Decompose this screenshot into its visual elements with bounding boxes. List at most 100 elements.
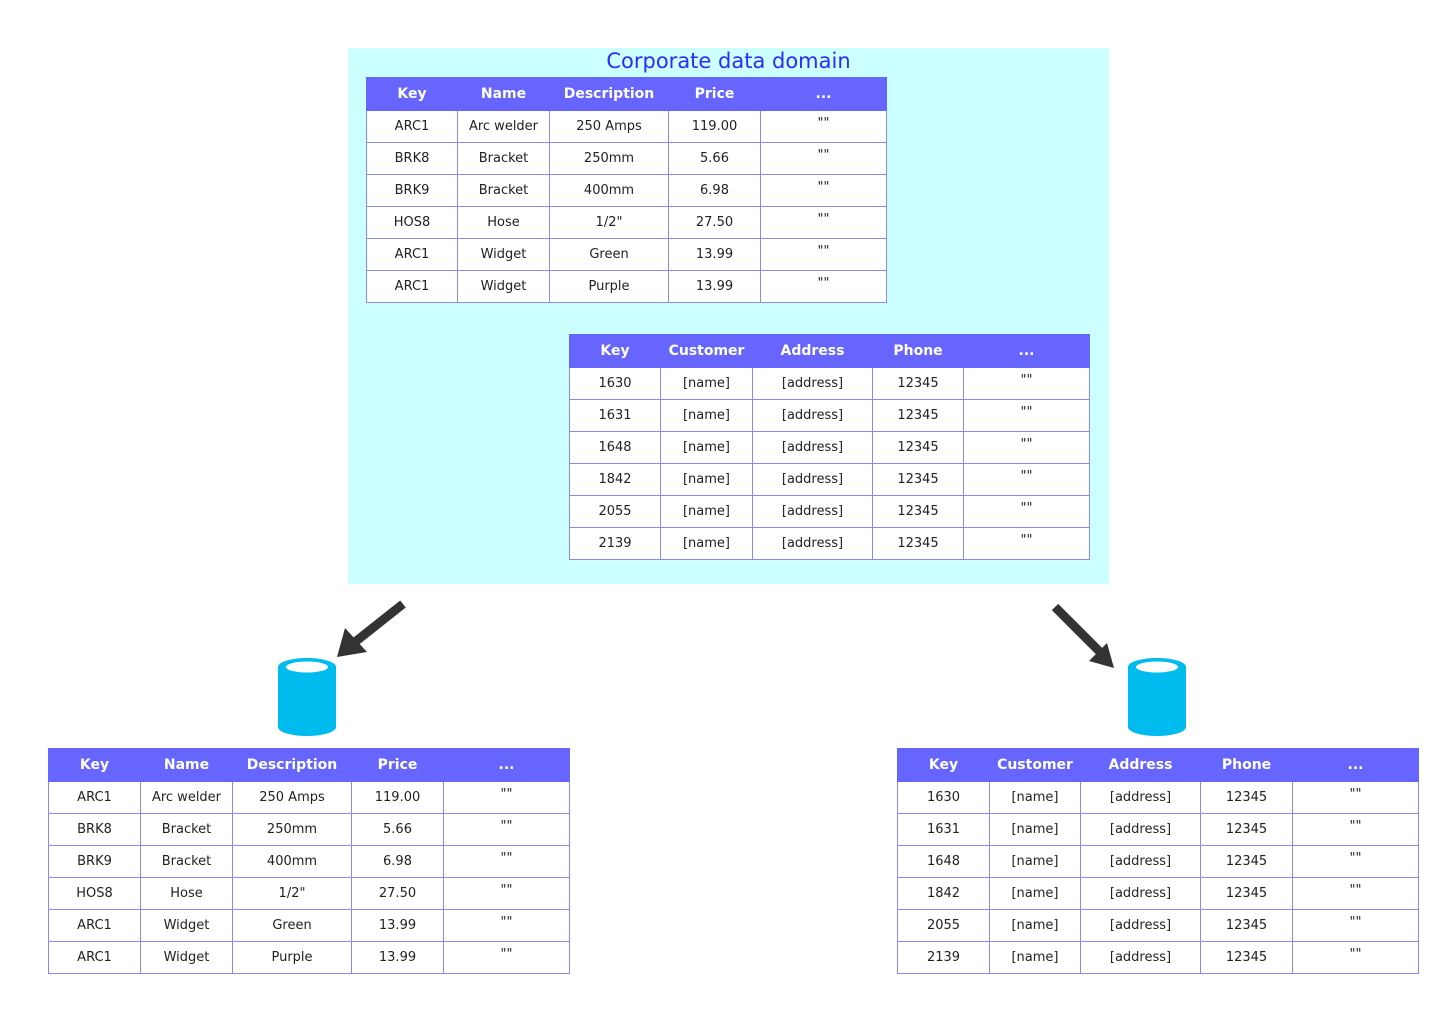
cell-phone: 12345 [1200, 781, 1293, 814]
cell-customer: [name] [989, 909, 1081, 942]
cell-customer: [name] [989, 845, 1081, 878]
table-header-row: Key Customer Address Phone ... [569, 334, 1090, 368]
cell-key: BRK8 [366, 142, 458, 175]
cell-price: 13.99 [351, 941, 444, 974]
header-name: Name [457, 77, 550, 111]
header-description: Description [549, 77, 669, 111]
header-key: Key [48, 748, 141, 782]
cell-key: 1648 [897, 845, 990, 878]
cell-name: Hose [140, 877, 233, 910]
table-header-row: Key Name Description Price ... [48, 748, 570, 782]
cell-more: "" [443, 845, 570, 878]
cell-description: Purple [232, 941, 352, 974]
cell-customer: [name] [660, 495, 753, 528]
cell-price: 27.50 [668, 206, 761, 239]
header-price: Price [351, 748, 444, 782]
cell-name: Arc welder [140, 781, 233, 814]
header-address: Address [1080, 748, 1201, 782]
cell-more: "" [760, 270, 887, 303]
header-customer: Customer [660, 334, 753, 368]
cell-customer: [name] [660, 527, 753, 560]
cell-key: ARC1 [366, 110, 458, 143]
header-more: ... [443, 748, 570, 782]
cell-price: 13.99 [351, 909, 444, 942]
cell-more: "" [1292, 941, 1419, 974]
cell-more: "" [443, 941, 570, 974]
cell-more: "" [443, 813, 570, 846]
cell-customer: [name] [660, 367, 753, 400]
table-row: 2139 [name] [address] 12345 "" [569, 527, 1090, 560]
cell-key: BRK8 [48, 813, 141, 846]
cell-more: "" [760, 206, 887, 239]
cell-more: "" [760, 238, 887, 271]
cell-price: 27.50 [351, 877, 444, 910]
cell-name: Bracket [457, 142, 550, 175]
cell-customer: [name] [989, 781, 1081, 814]
cell-description: 400mm [232, 845, 352, 878]
cell-description: 250 Amps [549, 110, 669, 143]
table-row: ARC1 Widget Purple 13.99 "" [48, 941, 570, 974]
header-key: Key [897, 748, 990, 782]
table-row: 1631 [name] [address] 12345 "" [897, 813, 1419, 846]
cell-phone: 12345 [872, 463, 964, 496]
cell-key: 1631 [897, 813, 990, 846]
cell-name: Bracket [140, 813, 233, 846]
table-row: ARC1 Widget Green 13.99 "" [366, 238, 887, 271]
cell-address: [address] [752, 495, 873, 528]
cell-customer: [name] [989, 941, 1081, 974]
cell-description: 1/2" [549, 206, 669, 239]
cell-more: "" [443, 909, 570, 942]
cell-address: [address] [1080, 909, 1201, 942]
cell-phone: 12345 [1200, 845, 1293, 878]
cell-description: 250mm [232, 813, 352, 846]
table-row: 1648 [name] [address] 12345 "" [897, 845, 1419, 878]
arrow-icon-right [1051, 603, 1114, 668]
cell-customer: [name] [660, 399, 753, 432]
cell-more: "" [1292, 845, 1419, 878]
table-row: 1630 [name] [address] 12345 "" [897, 781, 1419, 814]
cell-price: 13.99 [668, 270, 761, 303]
cell-description: Purple [549, 270, 669, 303]
header-key: Key [366, 77, 458, 111]
cell-key: ARC1 [48, 909, 141, 942]
table-row: ARC1 Widget Purple 13.99 "" [366, 270, 887, 303]
table-row: BRK8 Bracket 250mm 5.66 "" [366, 142, 887, 175]
header-more: ... [760, 77, 887, 111]
table-header-row: Key Customer Address Phone ... [897, 748, 1419, 782]
cell-more: "" [963, 527, 1090, 560]
cell-key: ARC1 [48, 781, 141, 814]
cell-more: "" [963, 399, 1090, 432]
table-header-row: Key Name Description Price ... [366, 77, 887, 111]
table-row: 1648 [name] [address] 12345 "" [569, 431, 1090, 464]
table-row: 1842 [name] [address] 12345 "" [897, 877, 1419, 910]
header-phone: Phone [1200, 748, 1293, 782]
cell-key: 1842 [569, 463, 661, 496]
cell-name: Widget [457, 270, 550, 303]
domain-title: Corporate data domain [606, 49, 851, 73]
table-row: 1630 [name] [address] 12345 "" [569, 367, 1090, 400]
table-row: BRK8 Bracket 250mm 5.66 "" [48, 813, 570, 846]
cell-address: [address] [1080, 781, 1201, 814]
cell-customer: [name] [660, 463, 753, 496]
cell-phone: 12345 [1200, 877, 1293, 910]
header-customer: Customer [989, 748, 1081, 782]
cell-phone: 12345 [872, 495, 964, 528]
cell-name: Arc welder [457, 110, 550, 143]
cell-more: "" [1292, 781, 1419, 814]
cell-description: Green [232, 909, 352, 942]
header-address: Address [752, 334, 873, 368]
cell-key: BRK9 [48, 845, 141, 878]
cell-more: "" [963, 463, 1090, 496]
cell-key: 1842 [897, 877, 990, 910]
cell-address: [address] [1080, 941, 1201, 974]
cell-name: Widget [140, 941, 233, 974]
table-row: ARC1 Arc welder 250 Amps 119.00 "" [366, 110, 887, 143]
table-row: 2055 [name] [address] 12345 "" [569, 495, 1090, 528]
cell-key: HOS8 [48, 877, 141, 910]
cell-address: [address] [752, 431, 873, 464]
cell-more: "" [963, 495, 1090, 528]
table-row: 1631 [name] [address] 12345 "" [569, 399, 1090, 432]
arrow-icon-left [337, 600, 406, 657]
cell-price: 5.66 [351, 813, 444, 846]
